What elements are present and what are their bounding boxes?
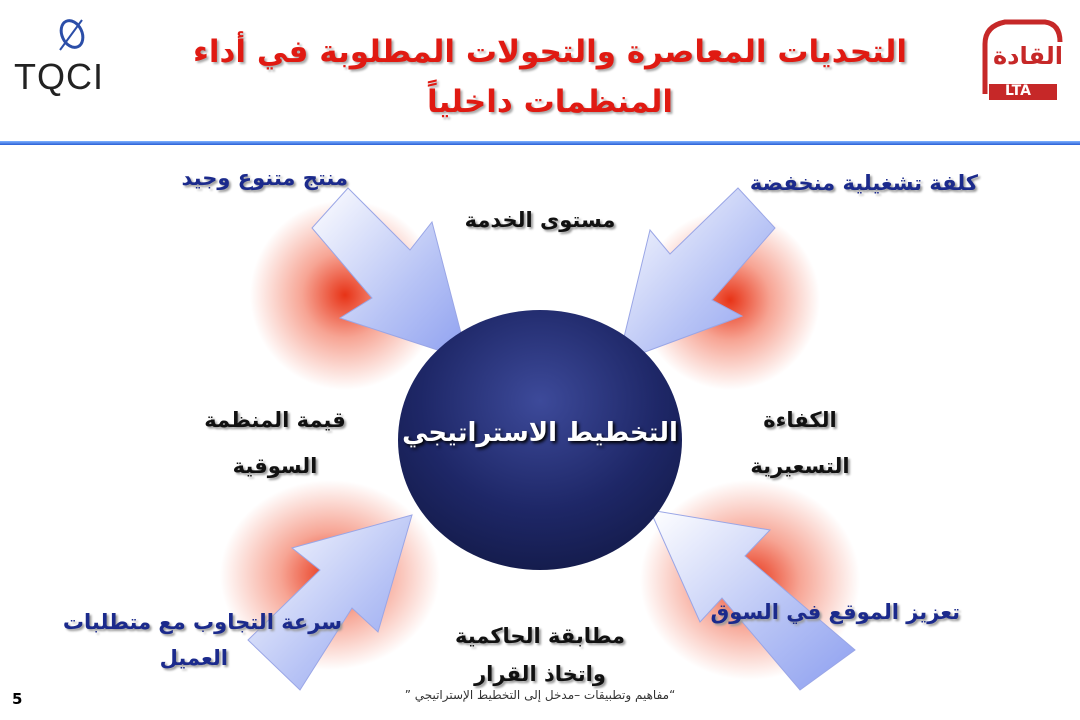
- label-market-value-line2: السوقية: [232, 454, 318, 478]
- tqci-emblem-icon: [59, 19, 85, 51]
- center-sphere: [398, 310, 682, 570]
- label-governance-line2: واتخاذ القرار: [474, 662, 606, 686]
- lta-logo-arabic: القادة: [993, 42, 1064, 70]
- label-pricing-efficiency-line2: التسعيرية: [750, 454, 850, 478]
- lta-logo-sub: LTA: [1005, 83, 1031, 99]
- label-bottom-left-line2: العميل: [159, 646, 228, 670]
- label-market-value-line1: قيمة المنظمة: [204, 408, 346, 432]
- label-pricing-efficiency-line1: الكفاءة: [763, 408, 837, 432]
- header-divider: [0, 141, 1080, 145]
- label-top-right: كلفة تشغيلية منخفضة: [749, 171, 978, 195]
- arrow-top-left: [311, 187, 469, 361]
- lta-logo: القادة LTA: [975, 14, 1070, 109]
- tqci-logo-text: TQCI: [14, 56, 104, 97]
- slide-title-line1: التحديات المعاصرة والتحولات المطلوبة في …: [193, 34, 907, 70]
- arrow-bottom-left: [247, 514, 413, 691]
- label-bottom-right: تعزيز الموقع في السوق: [710, 600, 961, 624]
- lta-emblem-icon: [982, 19, 1063, 100]
- arrow-bottom-right: [649, 509, 856, 691]
- label-governance-line1: مطابقة الحاكمية: [454, 624, 626, 648]
- tqci-logo: TQCI: [10, 14, 120, 97]
- label-top-left: منتج متنوع وجيد: [181, 166, 348, 190]
- page-number: 5: [12, 690, 23, 708]
- center-label: التخطيط الاستراتيجي: [402, 418, 678, 448]
- arrow-top-right: [617, 187, 776, 363]
- footer-text: “مفاهيم وتطبيقات –مدخل إلى التخطيط الإست…: [404, 688, 676, 702]
- slide-title-line2: المنظمات داخلياً: [426, 84, 674, 120]
- label-bottom-left-line1: سرعة التجاوب مع متطلبات: [62, 610, 342, 634]
- label-service-level: مستوى الخدمة: [464, 208, 616, 232]
